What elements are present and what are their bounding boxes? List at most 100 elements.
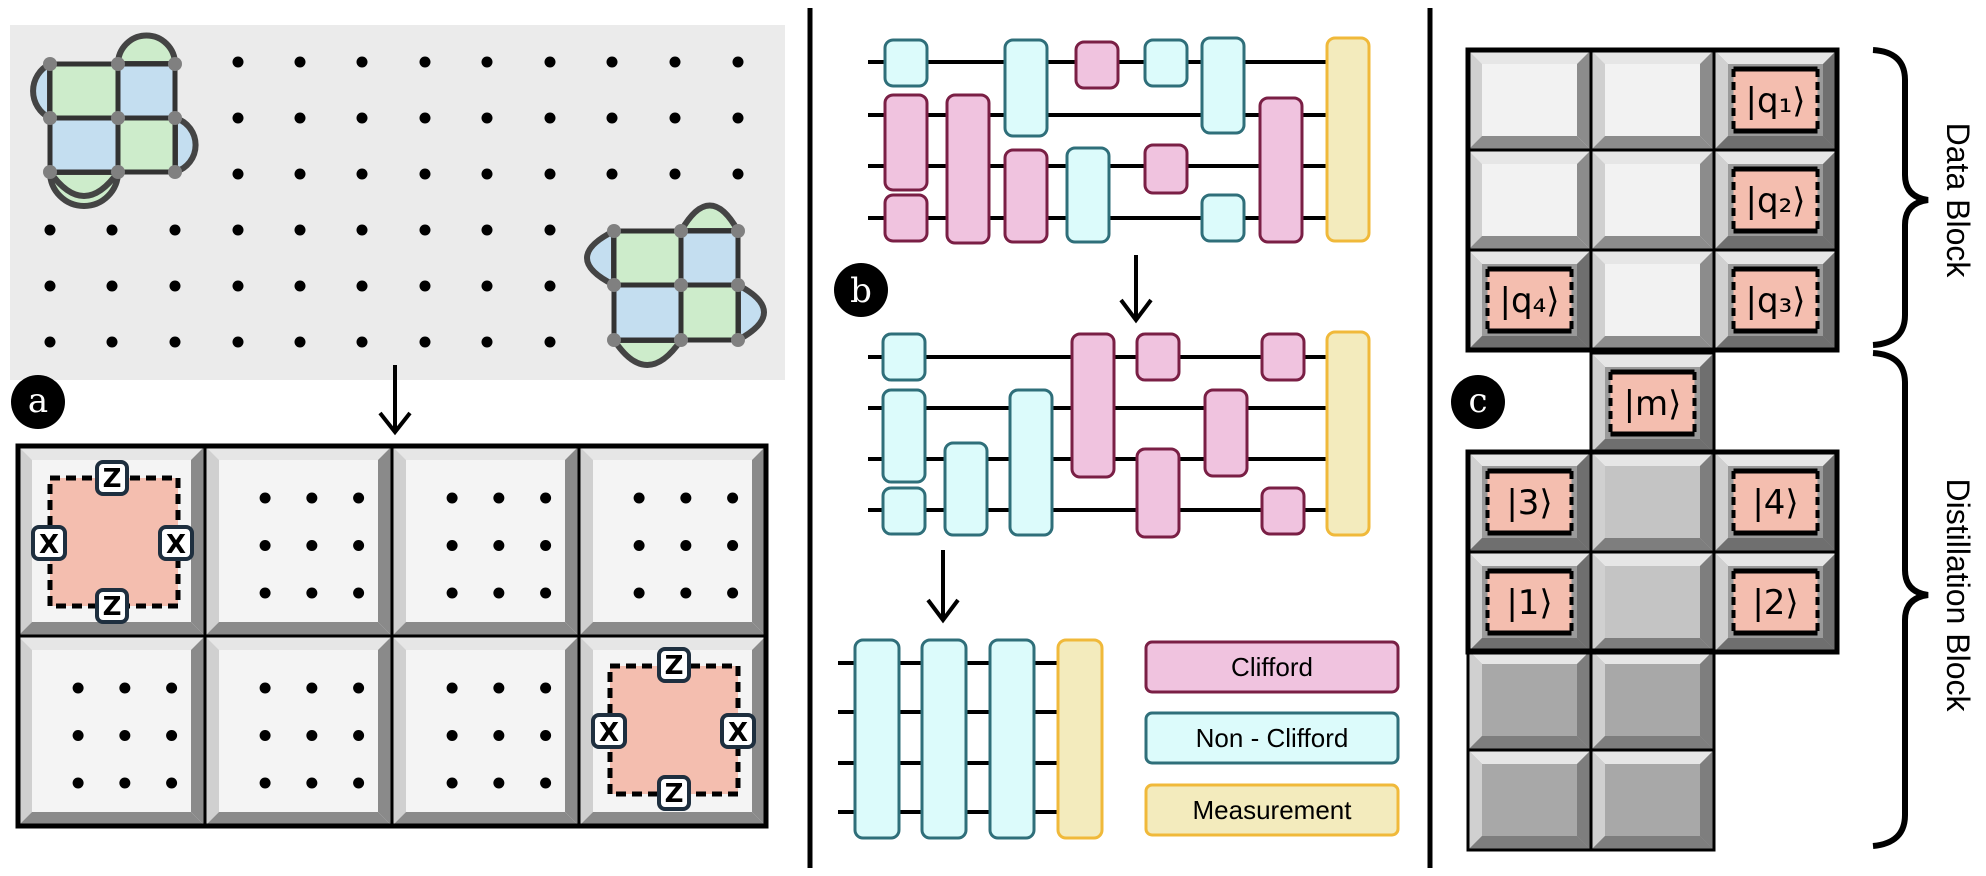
qubit-dot (44, 336, 56, 348)
data-block-label: Data Block (1940, 123, 1976, 279)
state-label-m: |m⟩ (1624, 384, 1682, 424)
qubit-dot (119, 730, 131, 741)
qubit-dot (306, 540, 318, 551)
qubit-dot (544, 280, 556, 292)
qubit-dot (72, 682, 84, 694)
qubit-dot (544, 224, 556, 236)
qubit-dot (493, 682, 505, 694)
qubit-dot (680, 492, 692, 504)
lattice-tile (203, 634, 394, 828)
state-label-s4: |4⟩ (1752, 483, 1798, 523)
qubit-dot (232, 112, 244, 124)
qubit-dot (306, 587, 318, 599)
logical-patch-tile-2: Z Z X X (591, 647, 756, 811)
data-tile (1589, 248, 1716, 352)
qubit-dot (419, 168, 431, 180)
non-clifford-gate (881, 388, 927, 484)
qubit-dot (353, 682, 365, 694)
data-tile (1589, 148, 1716, 252)
qubit-dot (419, 224, 431, 236)
qubit-dot (727, 492, 739, 504)
non-clifford-gate (1065, 146, 1111, 244)
qubit-dot (633, 587, 645, 599)
non-clifford-gate (1200, 36, 1246, 135)
z-stabilizer-top: Z (95, 460, 129, 496)
qubit-dot (446, 682, 458, 694)
qubit-dot (540, 730, 552, 741)
svg-text:X: X (166, 530, 186, 560)
arrow-down-icon (1119, 255, 1153, 324)
factory-tile-grid: |q₁⟩|q₂⟩|q₃⟩|q₄⟩|m⟩|3⟩|4⟩|1⟩|2⟩ (1465, 47, 1840, 852)
qubit-dot (540, 682, 552, 694)
qubit-dot (169, 224, 181, 236)
qubit-dot (680, 587, 692, 599)
qubit-dot (669, 168, 681, 180)
legend-clifford: Clifford (1144, 640, 1400, 694)
svg-text:Z: Z (665, 779, 684, 809)
svg-text:X: X (728, 718, 748, 748)
qubit-dot (606, 168, 618, 180)
qubit-dot (446, 540, 458, 551)
clifford-gate (1070, 332, 1116, 479)
data-tile (1589, 48, 1716, 152)
qubit-dot (446, 777, 458, 789)
panel-c: |q₁⟩|q₂⟩|q₃⟩|q₄⟩|m⟩|3⟩|4⟩|1⟩|2⟩ c Data B… (1451, 47, 1976, 852)
qubit-dot (606, 112, 618, 124)
lattice-tile (203, 444, 394, 638)
state-patch-q3: |q₃⟩ (1731, 266, 1820, 334)
qubit-dot (259, 587, 271, 599)
qubit-dot (294, 224, 306, 236)
distill-tile (1589, 450, 1716, 554)
state-label-q4: |q₄⟩ (1500, 281, 1560, 321)
circuit-reduced (838, 638, 1104, 840)
qubit-dot (680, 540, 692, 551)
clifford-gate (1260, 486, 1306, 536)
lattice-tile (390, 444, 581, 638)
lattice-tile (390, 634, 581, 828)
data-tile (1466, 148, 1593, 252)
qubit-dot (356, 224, 368, 236)
qubit-dot (669, 112, 681, 124)
state-patch-s4: |4⟩ (1731, 468, 1820, 536)
qubit-dot (294, 56, 306, 68)
qubit-dot (446, 587, 458, 599)
qubit-dot (106, 224, 118, 236)
lattice-tile (577, 444, 768, 638)
qubit-dot (544, 112, 556, 124)
qubit-dot (232, 224, 244, 236)
lattice-tile (16, 634, 207, 828)
qubit-dot (353, 587, 365, 599)
arrow-down-icon (378, 365, 412, 436)
qubit-dot (44, 224, 56, 236)
clifford-gate (1135, 447, 1181, 539)
qubit-dot (106, 280, 118, 292)
clifford-gate (1143, 143, 1189, 195)
non-clifford-gate (943, 441, 989, 537)
qubit-dot (356, 56, 368, 68)
svg-text:a: a (28, 381, 48, 421)
qubit-dot (727, 540, 739, 551)
qubit-dot (732, 56, 744, 68)
qubit-dot (540, 540, 552, 551)
qubit-dot (540, 492, 552, 504)
svg-text:b: b (850, 271, 872, 311)
qubit-dot (306, 492, 318, 504)
qubit-dot (727, 587, 739, 599)
non-clifford-gate (883, 38, 929, 88)
clifford-gate (1258, 96, 1304, 244)
clifford-gate (883, 193, 929, 243)
non-clifford-gate (920, 638, 968, 840)
qubit-dot (356, 168, 368, 180)
qubit-dot (419, 336, 431, 348)
qubit-dot (493, 587, 505, 599)
qubit-dot (493, 540, 505, 551)
qubit-dot (166, 682, 178, 694)
measurement-block (1325, 36, 1371, 243)
qubit-dot (540, 587, 552, 599)
non-clifford-gate (853, 638, 901, 840)
non-clifford-gate (1200, 193, 1246, 243)
surface-code-patch-2 (584, 202, 767, 368)
qubit-dot (606, 56, 618, 68)
qubit-dot (544, 336, 556, 348)
qubit-dot (481, 280, 493, 292)
